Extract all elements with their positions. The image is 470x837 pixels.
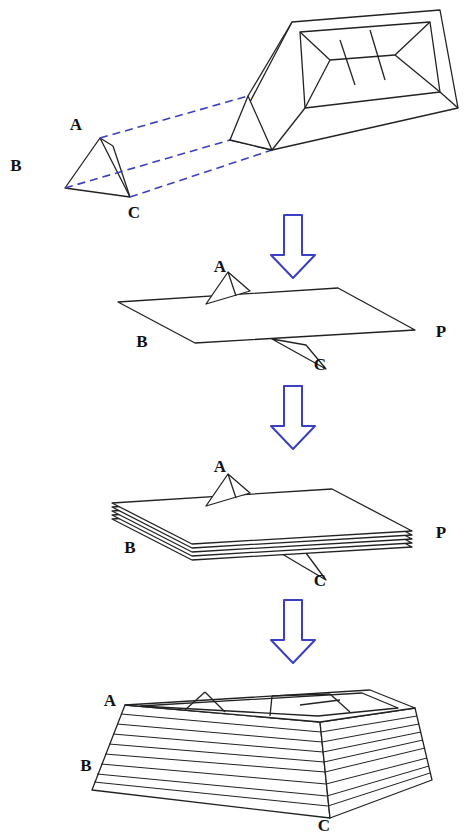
- prism-end: [65, 138, 130, 197]
- point-label: P: [436, 524, 446, 541]
- point-label: B: [124, 539, 135, 556]
- prism-edge: [100, 138, 113, 146]
- cutting-plane: [118, 272, 415, 369]
- point-label: A: [214, 258, 226, 275]
- point-label: C: [318, 817, 330, 834]
- point-label: A: [70, 116, 82, 133]
- point-label: P: [436, 323, 446, 340]
- point-label: B: [136, 333, 147, 350]
- point-label: C: [128, 204, 140, 221]
- layered-body: [92, 690, 432, 818]
- point-label: C: [314, 356, 326, 373]
- dashed-guides: [65, 96, 272, 197]
- point-label: C: [314, 572, 326, 589]
- down-arrow: [271, 215, 315, 663]
- point-label: B: [10, 157, 21, 174]
- roof-body: [230, 10, 458, 150]
- plate-stack: [112, 474, 412, 580]
- point-label: B: [80, 757, 91, 774]
- point-label: A: [104, 692, 116, 709]
- point-label: A: [214, 458, 226, 475]
